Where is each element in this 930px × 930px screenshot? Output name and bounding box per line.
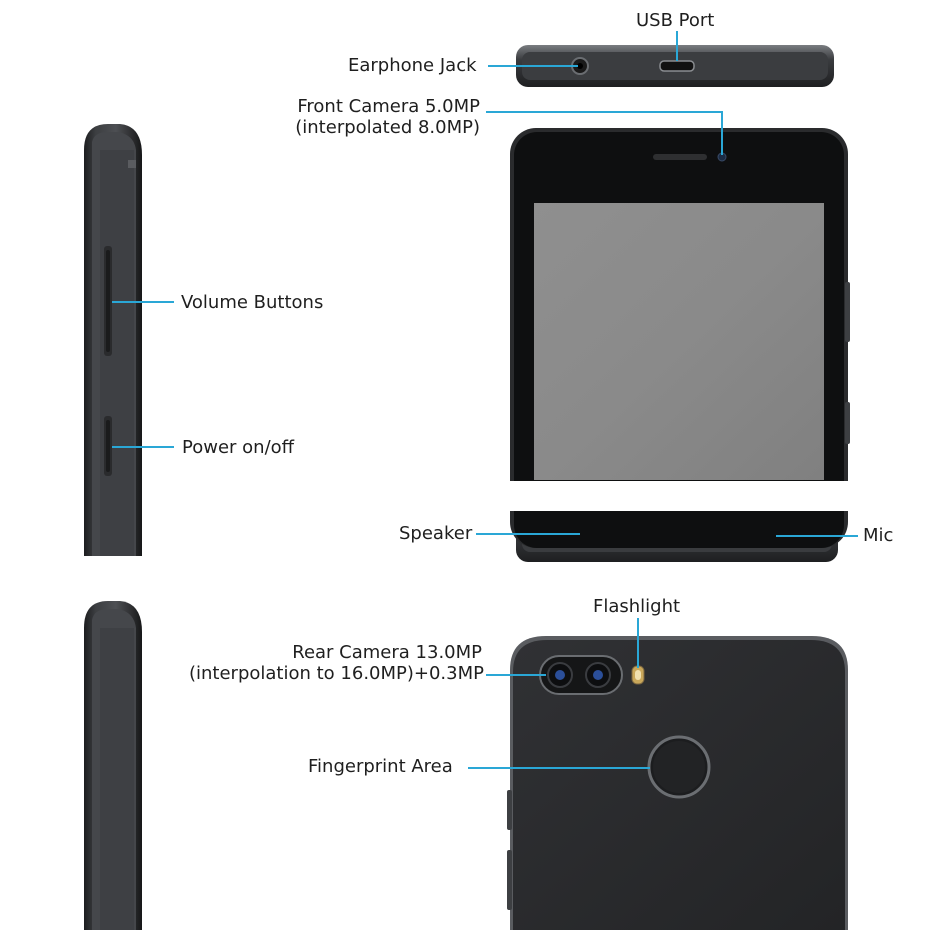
callout-mic (776, 535, 858, 537)
fingerprint-sensor-icon (647, 735, 711, 799)
phone-side-lower (84, 601, 142, 930)
callout-rear-camera (486, 674, 546, 676)
phone-side-upper (84, 124, 142, 556)
label-power: Power on/off (182, 437, 295, 458)
earpiece (653, 154, 707, 160)
callout-flashlight (637, 618, 639, 668)
callout-speaker (476, 533, 580, 535)
label-rear-camera-1: Rear Camera 13.0MP (292, 642, 482, 663)
callout-power (112, 446, 174, 448)
screen (534, 203, 824, 480)
label-earphone-jack: Earphone Jack (348, 55, 477, 76)
usb-port-icon (659, 60, 695, 72)
dual-camera-icon (539, 655, 623, 695)
label-rear-camera-2: (interpolation to 16.0MP)+0.3MP (188, 663, 484, 684)
callout-fingerprint (468, 767, 650, 769)
callout-usb (676, 31, 678, 61)
callout-volume (112, 301, 174, 303)
phone-back (507, 636, 848, 930)
label-flashlight: Flashlight (593, 596, 681, 617)
callout-front-camera-h (486, 111, 722, 113)
label-mic: Mic (863, 525, 894, 546)
flashlight-icon (631, 665, 645, 685)
label-volume-buttons: Volume Buttons (181, 292, 324, 313)
phone-front (505, 128, 855, 548)
label-usb-port: USB Port (636, 10, 715, 31)
callout-front-camera-v (721, 111, 723, 155)
label-front-camera-2: (interpolated 8.0MP) (295, 117, 480, 138)
label-front-camera-1: Front Camera 5.0MP (297, 96, 480, 117)
label-fingerprint: Fingerprint Area (308, 756, 453, 777)
callout-earphone (488, 65, 578, 67)
label-speaker: Speaker (399, 523, 473, 544)
